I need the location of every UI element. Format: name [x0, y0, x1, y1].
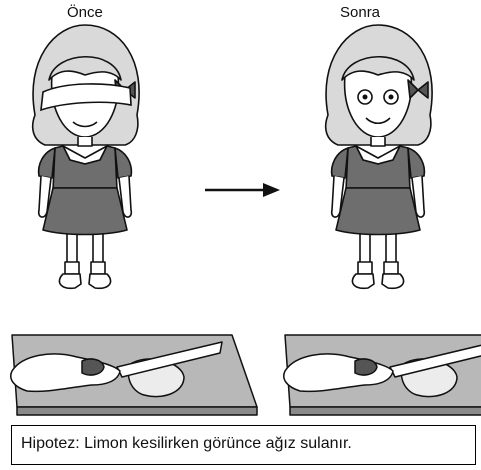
hypothesis-box: Hipotez: Limon kesilirken görünce ağız s…	[11, 425, 476, 465]
lemon-cutting-board-after	[283, 334, 481, 416]
arrow-right-icon	[205, 183, 280, 197]
blindfolded-girl-illustration	[31, 24, 140, 290]
blindfold-icon	[40, 83, 132, 112]
smiling-girl-illustration	[324, 24, 433, 290]
lemon-cutting-board-before	[10, 334, 258, 416]
after-label: Sonra	[340, 4, 381, 21]
hypothesis-text: Hipotez: Limon kesilirken görünce ağız s…	[21, 435, 352, 452]
before-label: Önce	[67, 4, 103, 21]
